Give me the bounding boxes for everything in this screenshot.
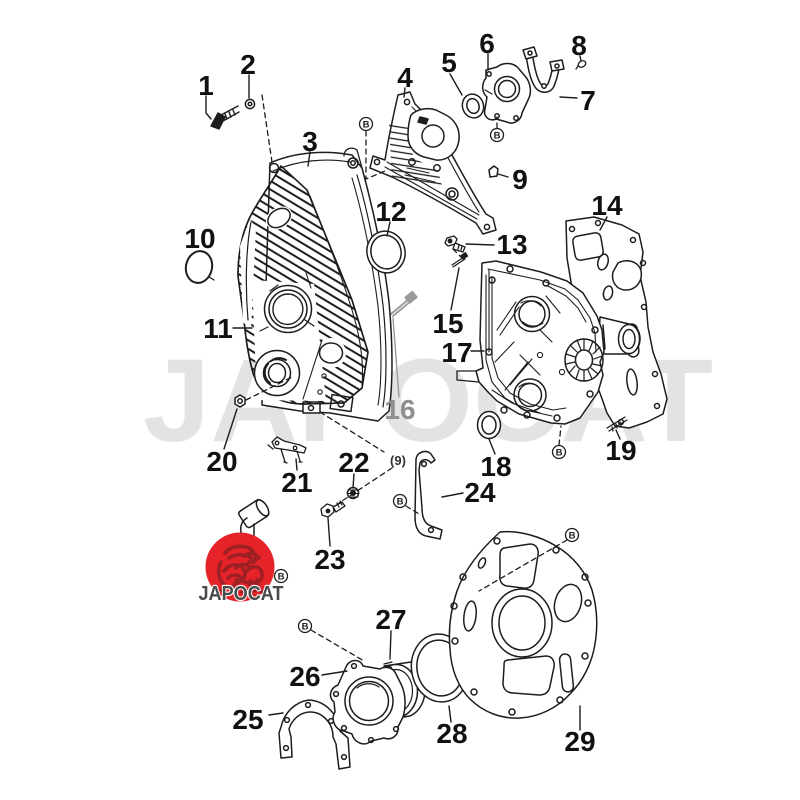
svg-text:5: 5 [441,47,457,78]
svg-text:6: 6 [479,28,495,59]
svg-text:14: 14 [591,190,623,221]
svg-text:8: 8 [571,30,587,61]
svg-text:22: 22 [338,447,369,478]
svg-text:11: 11 [203,313,233,344]
svg-text:10: 10 [184,223,215,254]
svg-text:27: 27 [375,604,406,635]
svg-text:19: 19 [605,435,636,466]
svg-text:25: 25 [232,704,263,735]
svg-text:13: 13 [496,229,527,260]
svg-text:21: 21 [281,467,312,498]
svg-text:9: 9 [512,164,528,195]
svg-text:B: B [302,622,309,633]
svg-text:4: 4 [397,62,413,93]
svg-text:26: 26 [289,661,320,692]
svg-text:29: 29 [564,726,595,757]
svg-text:3: 3 [302,126,318,157]
svg-text:17: 17 [441,337,472,368]
svg-text:2: 2 [240,49,256,80]
svg-text:(9): (9) [390,453,406,468]
svg-text:18: 18 [480,451,511,482]
svg-text:1: 1 [198,70,214,101]
svg-text:B: B [494,131,501,142]
svg-text:23: 23 [314,544,345,575]
svg-text:7: 7 [580,85,596,116]
svg-text:24: 24 [464,477,496,508]
svg-text:20: 20 [206,446,237,477]
svg-text:12: 12 [375,196,406,227]
svg-text:15: 15 [432,308,463,339]
svg-text:B: B [397,497,404,508]
svg-text:28: 28 [436,718,467,749]
svg-text:B: B [569,531,576,542]
svg-text:16: 16 [384,394,415,425]
svg-text:B: B [278,572,285,583]
svg-text:JAPOCAT: JAPOCAT [199,582,284,605]
svg-text:B: B [363,120,370,131]
svg-text:B: B [556,448,563,459]
